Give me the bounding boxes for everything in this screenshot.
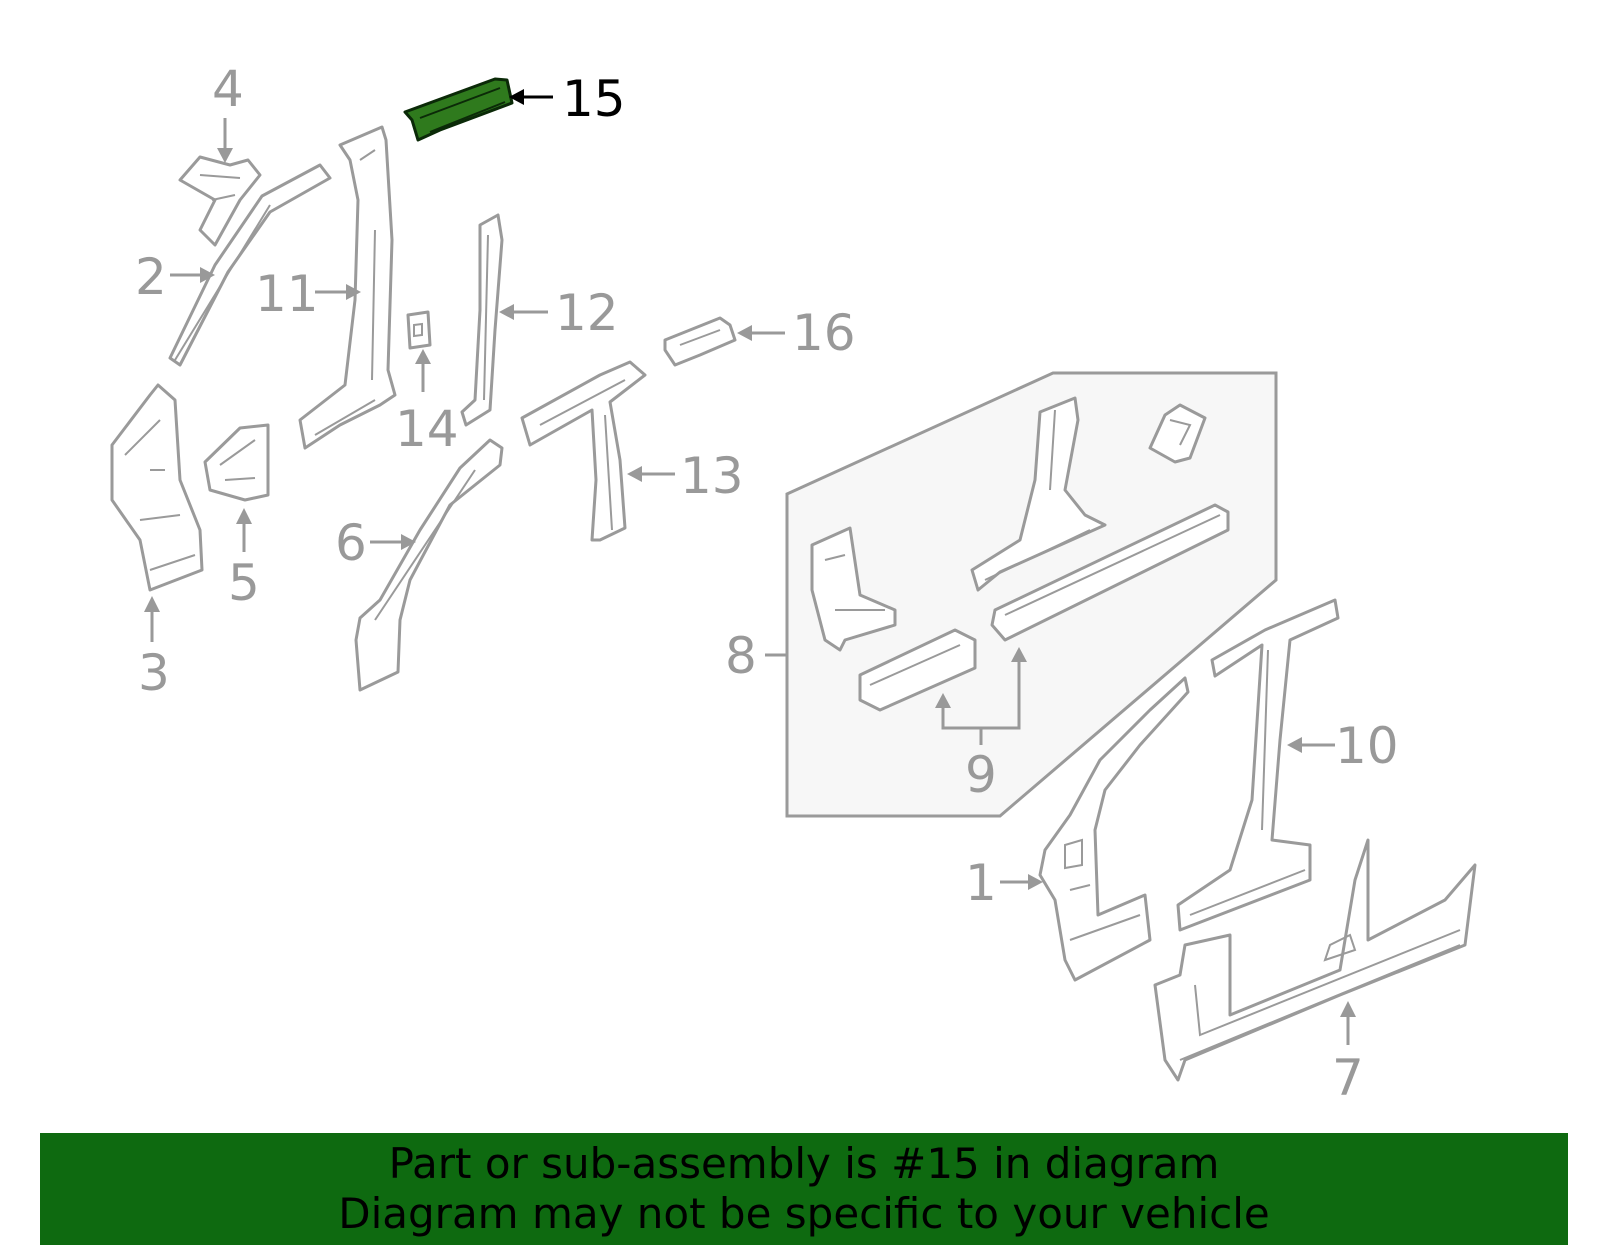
- callout-5: 5: [228, 554, 260, 612]
- callout-8: 8: [725, 627, 757, 685]
- callout-3: 3: [138, 644, 170, 702]
- callout-13: 13: [680, 447, 744, 505]
- part-6-pillar-outer[interactable]: [354, 438, 504, 692]
- part-11-pillar-inner[interactable]: [298, 125, 397, 450]
- banner-line-2: Diagram may not be specific to your vehi…: [338, 1189, 1270, 1238]
- callout-6: 6: [335, 514, 367, 572]
- leader-12: [499, 304, 548, 320]
- part-8-center-pillar[interactable]: [970, 396, 1107, 592]
- part-8-hinge-pillar[interactable]: [810, 526, 897, 652]
- leader-14: [415, 349, 431, 392]
- callout-16: 16: [792, 304, 856, 362]
- callout-14: 14: [395, 400, 459, 458]
- callout-10: 10: [1335, 717, 1399, 775]
- callout-9: 9: [965, 746, 997, 804]
- part-7-side-frame-lower[interactable]: [1153, 838, 1477, 1082]
- info-banner: Part or sub-assembly is #15 in diagram D…: [40, 1133, 1568, 1245]
- part-16-bracket[interactable]: [663, 316, 737, 367]
- leader-10: [1287, 737, 1335, 753]
- part-4-bracket[interactable]: [178, 155, 262, 247]
- callout-15: 15: [562, 70, 626, 128]
- leader-6: [370, 534, 416, 550]
- part-15-roof-rail-reinforcement[interactable]: [403, 77, 514, 142]
- callout-4: 4: [212, 60, 244, 118]
- leader-7: [1340, 1001, 1356, 1045]
- banner-line-1: Part or sub-assembly is #15 in diagram: [388, 1139, 1220, 1188]
- part-2-roof-rail[interactable]: [168, 163, 332, 367]
- callout-2: 2: [135, 248, 167, 306]
- leader-3: [144, 596, 160, 642]
- leader-11: [315, 284, 361, 300]
- callout-7: 7: [1332, 1049, 1364, 1107]
- part-13-center-pillar[interactable]: [520, 360, 647, 542]
- part-14-small-plate[interactable]: [406, 310, 432, 350]
- part-9-rocker-reinforcement-front[interactable]: [858, 628, 977, 712]
- callout-12: 12: [555, 284, 619, 342]
- part-8-bracket[interactable]: [1148, 403, 1207, 464]
- leader-1: [1000, 874, 1043, 890]
- leader-9: [935, 647, 1027, 745]
- leader-5: [236, 508, 252, 552]
- part-9-rocker-reinforcement-rear[interactable]: [990, 503, 1230, 642]
- part-12-pillar-reinforcement[interactable]: [460, 213, 504, 427]
- part-1-front-pillar-outer[interactable]: [1038, 676, 1190, 982]
- callout-1: 1: [965, 854, 997, 912]
- callout-11: 11: [255, 265, 319, 323]
- part-5-bracket[interactable]: [203, 423, 270, 502]
- leader-16: [737, 325, 785, 341]
- part-3-hinge-pillar[interactable]: [110, 383, 204, 592]
- leader-4: [217, 118, 233, 163]
- leader-15: [509, 89, 553, 105]
- leader-13: [627, 466, 675, 482]
- leader-2: [170, 267, 215, 283]
- part-10-center-pillar-outer[interactable]: [1176, 598, 1340, 932]
